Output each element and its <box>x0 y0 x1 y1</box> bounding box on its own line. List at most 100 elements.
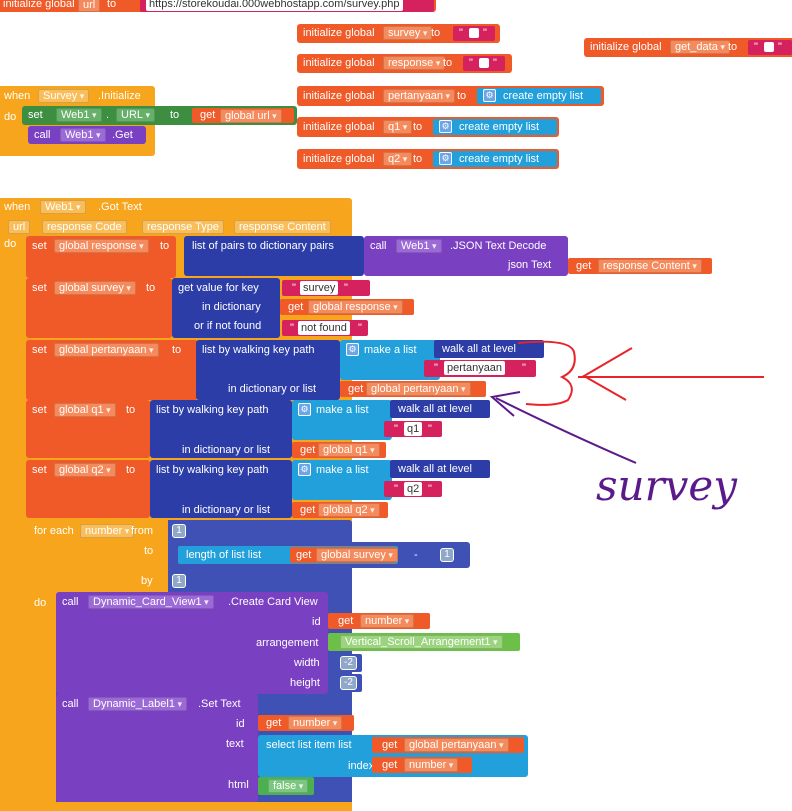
string-value-q1[interactable]: q1 <box>404 422 423 436</box>
height-number-block[interactable]: -2 <box>328 674 362 692</box>
get-value-for-key-block[interactable]: get value for key in dictionary or if no… <box>172 278 280 338</box>
empty-string-block[interactable]: "" <box>453 26 495 41</box>
var-name-q2[interactable]: q2 <box>383 152 413 166</box>
param-response-code[interactable]: response Code <box>42 220 127 234</box>
var-name-survey[interactable]: survey <box>383 26 433 40</box>
list-by-walking-key-path-block[interactable]: list by walking key path in dictionary o… <box>150 460 292 518</box>
logic-false-block[interactable]: false <box>258 777 314 795</box>
var-global-pertanyaan[interactable]: global pertanyaan <box>404 738 509 752</box>
get-global-pertanyaan-block[interactable]: get global pertanyaan <box>372 737 524 753</box>
string-value-q2[interactable]: q2 <box>404 482 423 496</box>
init-global-q2-block[interactable]: initialize global q2 to ⚙ create empty l… <box>297 149 559 169</box>
var-name-q1[interactable]: q1 <box>383 120 413 134</box>
call-create-card-view-block[interactable]: call Dynamic_Card_View1 .Create Card Vie… <box>56 592 328 694</box>
set-web1-url-block[interactable]: set Web1 . URL to get global url <box>22 106 297 125</box>
get-number-block[interactable]: get number <box>372 757 472 773</box>
make-a-list-block[interactable]: ⚙ make a list <box>340 340 440 380</box>
walk-all-at-level-block[interactable]: walk all at level <box>390 400 490 418</box>
var-global-survey[interactable]: global survey <box>316 548 398 562</box>
string-survey-block[interactable]: " survey " <box>282 280 370 296</box>
survey-initialize-event[interactable]: when Survey .Initialize do set Web1 . UR… <box>0 86 297 156</box>
empty-text-field[interactable] <box>479 58 489 68</box>
string-value-survey[interactable]: survey <box>300 281 339 295</box>
create-empty-list-block[interactable]: ⚙ create empty list <box>477 88 601 104</box>
empty-text-field[interactable] <box>764 42 774 52</box>
component-web1[interactable]: Web1 <box>60 128 106 142</box>
gear-icon[interactable]: ⚙ <box>439 120 452 133</box>
var-global-response[interactable]: global response <box>308 300 403 314</box>
var-global-pertanyaan[interactable]: global pertanyaan <box>54 343 159 357</box>
get-number-block[interactable]: get number <box>258 715 354 731</box>
set-global-survey-block[interactable]: set global survey to <box>26 278 172 338</box>
vertical-scroll-arrangement-block[interactable]: Vertical_Scroll_Arrangement1 <box>328 633 520 651</box>
var-global-response[interactable]: global response <box>54 239 149 253</box>
gear-icon[interactable]: ⚙ <box>298 463 311 476</box>
list-by-walking-key-path-block[interactable]: list by walking key path in dictionary o… <box>150 400 292 458</box>
component-dynamic-card-view1[interactable]: Dynamic_Card_View1 <box>88 595 214 609</box>
call-set-text-block[interactable]: call Dynamic_Label1 .Set Text id text ht… <box>56 694 258 802</box>
get-global-q1-block[interactable]: get global q1 <box>292 442 386 458</box>
get-global-pertanyaan-block[interactable]: get global pertanyaan <box>340 381 486 397</box>
var-name-url[interactable]: url <box>78 0 101 12</box>
get-global-url-block[interactable]: get global url <box>192 108 294 123</box>
var-name-response[interactable]: response <box>383 56 446 70</box>
height-value[interactable]: -2 <box>340 676 357 690</box>
by-value[interactable]: 1 <box>172 574 186 588</box>
var-number[interactable]: number <box>360 614 415 628</box>
var-global-url[interactable]: global url <box>220 109 282 123</box>
set-global-response-block[interactable]: set global response to <box>26 236 176 278</box>
minus-value[interactable]: 1 <box>440 548 454 562</box>
init-global-response-block[interactable]: initialize global response to "" <box>297 54 512 73</box>
var-number[interactable]: number <box>404 758 459 772</box>
set-global-pertanyaan-block[interactable]: set global pertanyaan to <box>26 340 198 400</box>
make-a-list-block[interactable]: ⚙ make a list <box>292 400 392 440</box>
width-number-block[interactable]: -2 <box>328 654 362 672</box>
from-value[interactable]: 1 <box>172 524 186 538</box>
minus-block[interactable]: length of list list get global survey - … <box>168 542 470 568</box>
create-empty-list-block[interactable]: ⚙ create empty list <box>433 151 557 167</box>
var-global-pertanyaan[interactable]: global pertanyaan <box>366 382 471 396</box>
call-json-decode-block[interactable]: call Web1 .JSON Text Decode json Text <box>364 236 568 276</box>
property-url[interactable]: URL <box>116 108 156 122</box>
get-global-survey-block[interactable]: get global survey <box>290 547 398 563</box>
var-number[interactable]: number <box>288 716 343 730</box>
gear-icon[interactable]: ⚙ <box>298 403 311 416</box>
url-string-block[interactable]: https://storekoudai.000webhostapp.com/su… <box>140 0 434 12</box>
width-value[interactable]: -2 <box>340 656 357 670</box>
make-a-list-block[interactable]: ⚙ make a list <box>292 460 392 500</box>
get-response-content-block[interactable]: get response Content <box>568 258 712 274</box>
init-global-get-data-block[interactable]: initialize global get_data to "" <box>584 38 792 57</box>
walk-all-at-level-block[interactable]: walk all at level <box>390 460 490 478</box>
var-name-pertanyaan[interactable]: pertanyaan <box>383 89 456 103</box>
init-global-url-block[interactable]: initialize global url to https://storeko… <box>0 0 436 12</box>
init-global-q1-block[interactable]: initialize global q1 to ⚙ create empty l… <box>297 117 559 137</box>
get-global-response-block[interactable]: get global response <box>280 299 414 315</box>
var-response-content[interactable]: response Content <box>598 259 702 273</box>
param-response-content[interactable]: response Content <box>234 220 331 234</box>
loop-var-number[interactable]: number <box>80 524 135 538</box>
string-not-found-block[interactable]: " not found " <box>282 320 368 336</box>
call-web1-get-block[interactable]: call Web1 .Get <box>28 126 146 144</box>
string-value-not-found[interactable]: not found <box>298 321 350 335</box>
empty-string-block[interactable]: "" <box>748 40 792 55</box>
component-web1[interactable]: Web1 <box>40 200 86 214</box>
component-web1[interactable]: Web1 <box>56 108 102 122</box>
var-global-survey[interactable]: global survey <box>54 281 136 295</box>
list-of-pairs-to-dict-block[interactable]: list of pairs to dictionary pairs <box>184 236 364 276</box>
gear-icon[interactable]: ⚙ <box>483 89 496 102</box>
init-global-pertanyaan-block[interactable]: initialize global pertanyaan to ⚙ create… <box>297 86 604 106</box>
component-survey[interactable]: Survey <box>38 89 90 103</box>
gear-icon[interactable]: ⚙ <box>439 152 452 165</box>
string-q1-block[interactable]: " q1 " <box>384 421 442 437</box>
component-vertical-scroll-arrangement1[interactable]: Vertical_Scroll_Arrangement1 <box>340 635 503 649</box>
logic-false-value[interactable]: false <box>268 779 309 793</box>
var-global-q1[interactable]: global q1 <box>318 443 380 457</box>
init-global-survey-block[interactable]: initialize global survey to "" <box>297 24 500 43</box>
length-of-list-block[interactable]: length of list list get global survey <box>178 546 398 564</box>
set-global-q1-block[interactable]: set global q1 to <box>26 400 150 458</box>
var-global-q1[interactable]: global q1 <box>54 403 116 417</box>
empty-string-block[interactable]: "" <box>463 56 505 71</box>
url-string-value[interactable]: https://storekoudai.000webhostapp.com/su… <box>146 0 403 11</box>
component-dynamic-label1[interactable]: Dynamic_Label1 <box>88 697 187 711</box>
set-global-q2-block[interactable]: set global q2 to <box>26 460 150 518</box>
